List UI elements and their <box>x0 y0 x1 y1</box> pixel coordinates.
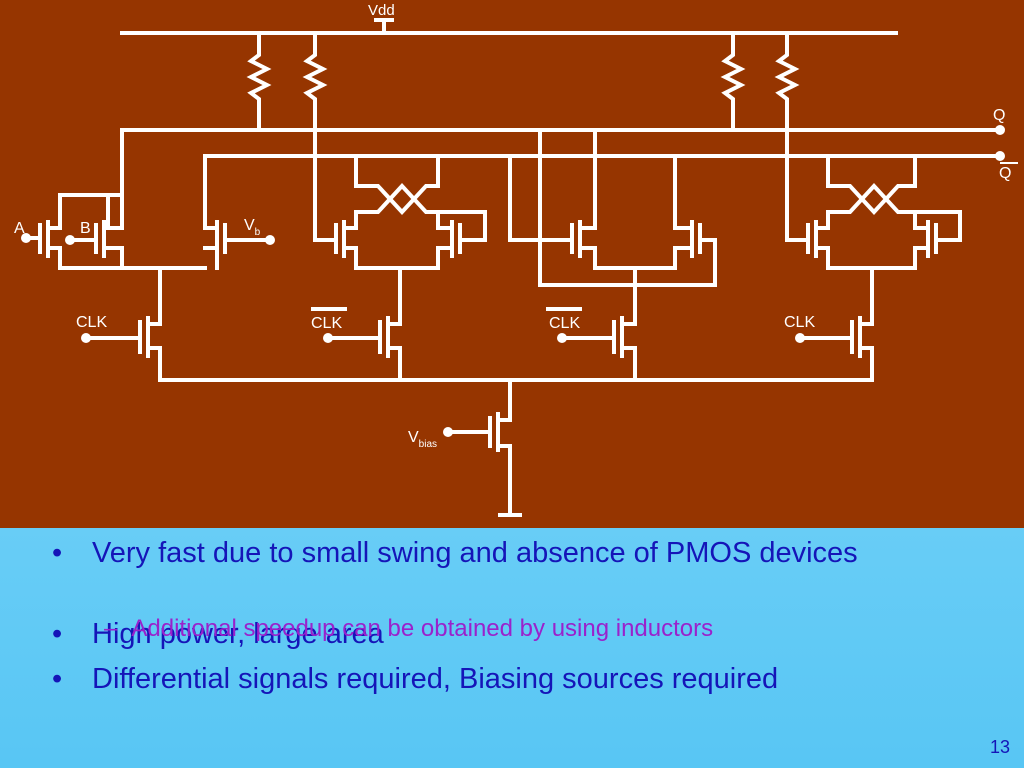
bullet-item: • High power, large area <box>52 617 992 652</box>
vb-label: Vb <box>244 217 261 238</box>
clkbar-label-1: CLK <box>311 315 342 332</box>
bullet-dot: • <box>52 618 63 650</box>
q-output-label: Q <box>993 107 1005 124</box>
bullet-text: Very fast due to small swing and absence… <box>92 537 858 569</box>
bullet-item: • Differential signals required, Biasing … <box>52 662 992 697</box>
qbar-output-label: Q <box>999 165 1011 182</box>
sub-bullet-text: Additional speedup can be obtained by us… <box>131 615 714 642</box>
vdd-label: Vdd <box>368 2 395 19</box>
vbias-label: Vbias <box>408 429 437 450</box>
sub-bullet-dash: – <box>104 615 118 642</box>
clk-label-1: CLK <box>76 314 107 331</box>
clkbar-label-2: CLK <box>549 315 580 332</box>
sub-bullet: –Additional speedup can be obtained by u… <box>104 614 713 644</box>
bullet-list: • Very fast due to small swing and absenc… <box>52 536 992 707</box>
input-b-label: B <box>80 220 91 237</box>
input-a-label: A <box>14 220 25 237</box>
bullet-item: • Very fast due to small swing and absenc… <box>52 536 992 571</box>
circuit-schematic: Vdd Q Q A B Vb CLK CLK CLK CLK Vbias <box>0 0 1024 528</box>
page-number: 13 <box>989 737 1010 757</box>
bullet-dot: • <box>52 663 63 695</box>
bullet-text: Differential signals required, Biasing s… <box>92 663 779 695</box>
bullet-text: High power, large area <box>92 618 384 650</box>
bullet-dot: • <box>52 537 63 569</box>
clk-label-2: CLK <box>784 314 815 331</box>
